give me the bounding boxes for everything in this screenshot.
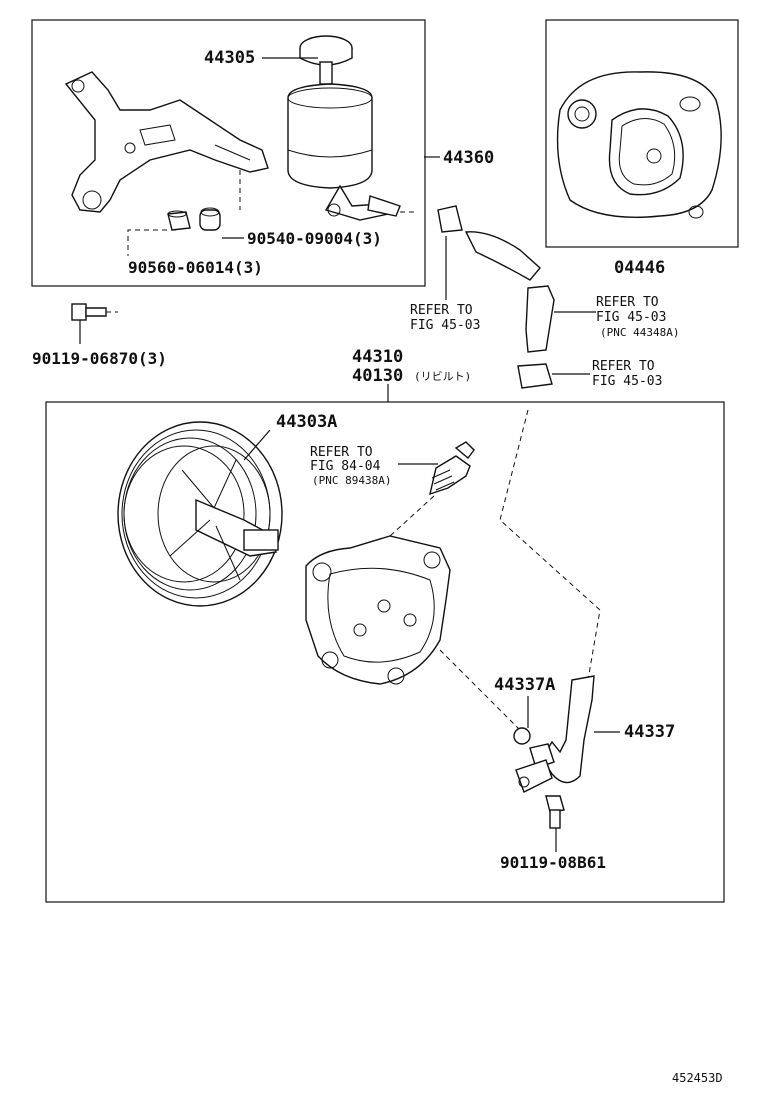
gasket-kit xyxy=(556,71,722,219)
refer-3-line1: REFER TO xyxy=(592,359,655,374)
hose-clamp-upper xyxy=(437,205,463,233)
refer-4-line1: REFER TO xyxy=(310,445,373,460)
pressure-pipe xyxy=(515,675,595,793)
suction-hose xyxy=(464,231,541,281)
refer-3-line2: FIG 45-03 xyxy=(592,374,662,389)
pump-assembly-frame xyxy=(45,401,725,903)
refer-4-line3: (PNC 89438A) xyxy=(312,474,391,487)
bolt-90119-06870 xyxy=(71,303,118,344)
label-90119-08B61: 90119-08B61 xyxy=(500,853,606,872)
pressure-switch xyxy=(429,441,475,496)
label-40130: 40130 xyxy=(352,366,403,386)
bolt-90119-08B61 xyxy=(545,795,565,829)
refer-1-line1: REFER TO xyxy=(410,303,473,318)
label-90560: 90560-06014(3) xyxy=(128,258,263,277)
collar-90560 xyxy=(167,210,191,231)
label-04446: 04446 xyxy=(614,258,665,278)
label-90540: 90540-09004(3) xyxy=(247,229,382,248)
reservoir-tank xyxy=(287,83,401,221)
label-44303A: 44303A xyxy=(276,412,337,432)
label-44310: 44310 xyxy=(352,347,403,367)
label-44360: 44360 xyxy=(443,148,494,168)
pulley xyxy=(117,421,283,607)
reservoir-cap xyxy=(299,35,353,85)
refer-2-line1: REFER TO xyxy=(596,295,659,310)
refer-4-line2: FIG 84-04 xyxy=(310,459,381,474)
o-ring-44337A xyxy=(513,727,531,745)
label-90119-06870: 90119-06870(3) xyxy=(32,349,167,368)
refer-2-line3: (PNC 44348A) xyxy=(600,326,679,339)
label-44337A: 44337A xyxy=(494,675,555,695)
grommet-90540 xyxy=(199,207,221,231)
reservoir-group-frame xyxy=(31,19,426,287)
label-44337: 44337 xyxy=(624,722,675,742)
gasket-kit-frame xyxy=(545,19,739,248)
hose-clamp-lower xyxy=(517,363,553,389)
return-hose xyxy=(525,285,555,353)
refer-2-line2: FIG 45-03 xyxy=(596,310,666,325)
refer-1-line2: FIG 45-03 xyxy=(410,318,480,333)
reservoir-bracket xyxy=(64,71,269,213)
figure-id: 452453D xyxy=(672,1071,723,1085)
label-44305: 44305 xyxy=(204,48,255,68)
pump-body xyxy=(305,535,451,685)
label-40130-note: (リビルト) xyxy=(414,370,471,383)
